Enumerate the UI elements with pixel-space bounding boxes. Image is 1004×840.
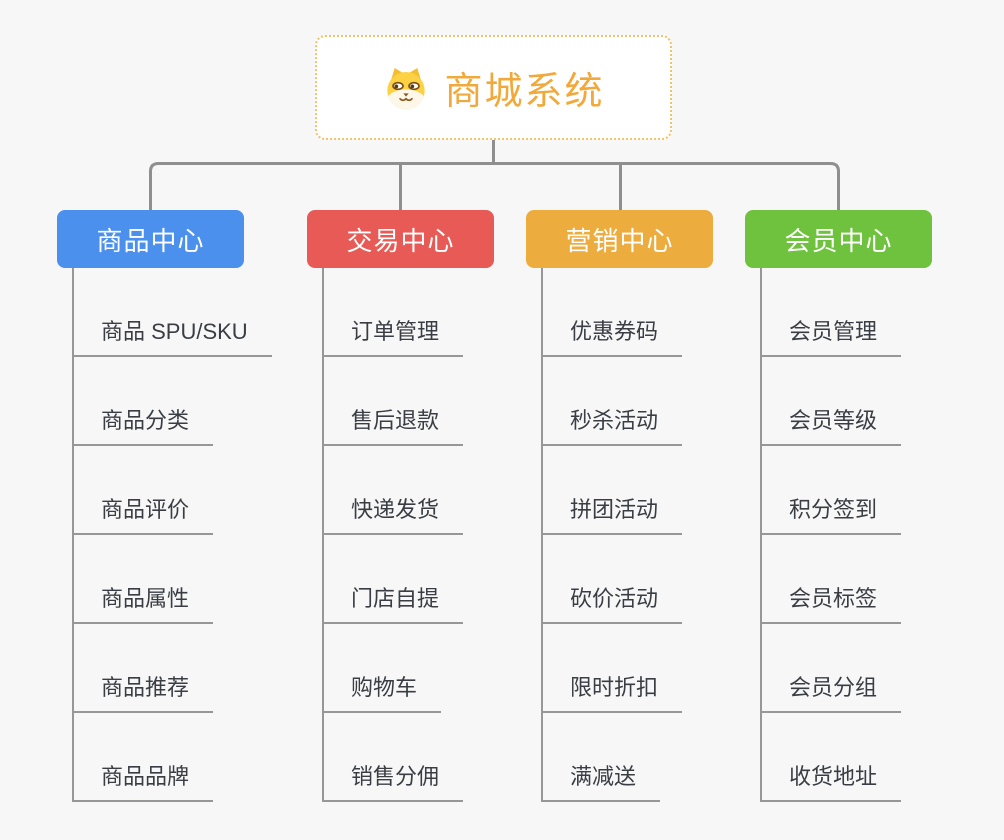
leaf-label: 拼团活动: [570, 497, 659, 522]
leaf-label: 会员标签: [789, 586, 878, 611]
dog-face-icon: [382, 65, 430, 111]
leaf-label: 商品推荐: [101, 675, 190, 700]
branch-label: 会员中心: [784, 225, 893, 256]
branch-items: 优惠券码 秒杀活动 拼团活动 砍价活动 限时折扣 满减送: [541, 268, 683, 802]
leaf-label: 会员等级: [789, 408, 878, 433]
branch-label: 商品中心: [96, 225, 205, 256]
leaf-node[interactable]: 商品 SPU/SKU: [72, 268, 272, 357]
branch-items: 商品 SPU/SKU 商品分类 商品评价 商品属性 商品推荐 商品品牌: [72, 268, 272, 802]
leaf-node[interactable]: 会员分组: [760, 624, 902, 713]
branch-node[interactable]: 营销中心: [526, 210, 713, 268]
leaf-label: 限时折扣: [570, 675, 659, 700]
leaf-label: 满减送: [570, 764, 637, 789]
branch-items: 会员管理 会员等级 积分签到 会员标签 会员分组 收货地址: [760, 268, 902, 802]
leaf-node[interactable]: 满减送: [541, 713, 661, 802]
leaf-node[interactable]: 会员标签: [760, 535, 902, 624]
leaf-node[interactable]: 商品推荐: [72, 624, 214, 713]
leaf-label: 优惠券码: [570, 319, 659, 344]
leaf-node[interactable]: 订单管理: [322, 268, 464, 357]
leaf-label: 售后退款: [351, 408, 440, 433]
branch-node[interactable]: 交易中心: [307, 210, 494, 268]
leaf-label: 会员管理: [789, 319, 878, 344]
leaf-node[interactable]: 会员管理: [760, 268, 902, 357]
leaf-node[interactable]: 商品属性: [72, 535, 214, 624]
branch-trunk-line: [72, 268, 74, 802]
leaf-node[interactable]: 商品分类: [72, 357, 214, 446]
leaf-label: 秒杀活动: [570, 408, 659, 433]
branch-trunk-line: [760, 268, 762, 802]
leaf-node[interactable]: 快递发货: [322, 446, 464, 535]
branch-node[interactable]: 商品中心: [57, 210, 244, 268]
branch-label: 交易中心: [346, 225, 455, 256]
leaf-label: 快递发货: [351, 497, 440, 522]
leaf-label: 商品 SPU/SKU: [101, 319, 248, 344]
root-node[interactable]: 商城系统: [315, 35, 672, 140]
leaf-label: 门店自提: [351, 586, 440, 611]
leaf-label: 订单管理: [351, 319, 440, 344]
leaf-node[interactable]: 收货地址: [760, 713, 902, 802]
leaf-label: 购物车: [351, 675, 418, 700]
branch-items: 订单管理 售后退款 快递发货 门店自提 购物车 销售分佣: [322, 268, 464, 802]
leaf-node[interactable]: 售后退款: [322, 357, 464, 446]
leaf-node[interactable]: 优惠券码: [541, 268, 683, 357]
leaf-node[interactable]: 拼团活动: [541, 446, 683, 535]
leaf-label: 商品品牌: [101, 764, 190, 789]
branch-label: 营销中心: [565, 225, 674, 256]
leaf-node[interactable]: 商品评价: [72, 446, 214, 535]
leaf-node[interactable]: 销售分佣: [322, 713, 464, 802]
leaf-node[interactable]: 砍价活动: [541, 535, 683, 624]
leaf-node[interactable]: 商品品牌: [72, 713, 214, 802]
branch-column: 交易中心 订单管理 售后退款 快递发货 门店自提 购物车 销售分佣: [307, 210, 567, 802]
branch-trunk-line: [322, 268, 324, 802]
leaf-node[interactable]: 秒杀活动: [541, 357, 683, 446]
branch-column: 会员中心 会员管理 会员等级 积分签到 会员标签 会员分组 收货地址: [745, 210, 1004, 802]
leaf-label: 会员分组: [789, 675, 878, 700]
branch-column: 商品中心 商品 SPU/SKU 商品分类 商品评价 商品属性 商品推荐 商品品牌: [57, 210, 317, 802]
leaf-node[interactable]: 限时折扣: [541, 624, 683, 713]
leaf-label: 砍价活动: [570, 586, 659, 611]
leaf-label: 商品分类: [101, 408, 190, 433]
branch-node[interactable]: 会员中心: [745, 210, 932, 268]
leaf-label: 商品评价: [101, 497, 190, 522]
leaf-node[interactable]: 积分签到: [760, 446, 902, 535]
leaf-label: 销售分佣: [351, 764, 440, 789]
leaf-label: 商品属性: [101, 586, 190, 611]
leaf-node[interactable]: 门店自提: [322, 535, 464, 624]
branch-trunk-line: [541, 268, 543, 802]
leaf-node[interactable]: 会员等级: [760, 357, 902, 446]
leaf-label: 收货地址: [789, 764, 878, 789]
root-title: 商城系统: [444, 71, 605, 113]
branch-column: 营销中心 优惠券码 秒杀活动 拼团活动 砍价活动 限时折扣 满减送: [526, 210, 786, 802]
leaf-node[interactable]: 购物车: [322, 624, 442, 713]
leaf-label: 积分签到: [789, 497, 878, 522]
